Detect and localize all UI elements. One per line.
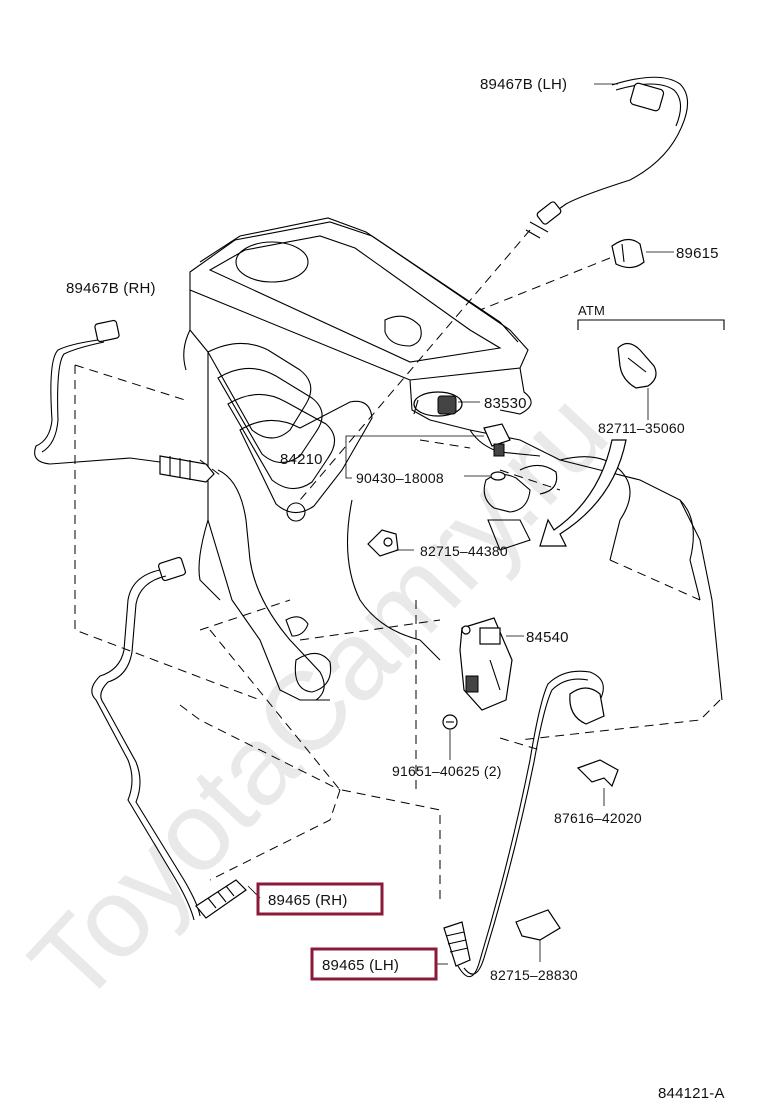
clamp-87616-42020[interactable] xyxy=(576,759,619,788)
switch-84540[interactable] xyxy=(459,617,513,711)
label-atm: ATM xyxy=(578,303,605,318)
leader-84210 xyxy=(345,435,484,479)
sensor-89465-rh[interactable] xyxy=(91,556,247,921)
highlight-89465-lh xyxy=(310,947,438,981)
atm-bracket xyxy=(577,319,725,330)
switch-84210[interactable] xyxy=(483,423,511,457)
gasket-90430-18008[interactable] xyxy=(490,471,506,481)
label-89465-rh[interactable]: 89465 (RH) xyxy=(268,892,348,909)
label-90430-18008[interactable]: 90430–18008 xyxy=(356,470,444,486)
sensor-89467b-rh[interactable] xyxy=(34,319,215,483)
bracket-82715-28830[interactable] xyxy=(515,909,561,941)
label-89467b-rh[interactable]: 89467B (RH) xyxy=(66,280,156,297)
dashed-leader-lines xyxy=(74,229,721,900)
label-89465-lh[interactable]: 89465 (LH) xyxy=(322,957,399,974)
curved-arrow xyxy=(539,439,627,547)
sensor-89465-lh[interactable] xyxy=(443,670,605,978)
label-83530[interactable]: 83530 xyxy=(484,395,527,412)
label-84210[interactable]: 84210 xyxy=(280,451,323,468)
bracket-82715-44380[interactable] xyxy=(367,529,399,557)
label-82715-44380[interactable]: 82715–44380 xyxy=(420,543,508,559)
sensor-89467b-lh[interactable] xyxy=(525,76,689,239)
highlight-89465-rh xyxy=(256,882,384,916)
switch-83530[interactable] xyxy=(413,391,463,417)
sensor-89615[interactable] xyxy=(611,238,645,269)
label-82715-28830[interactable]: 82715–28830 xyxy=(490,967,578,983)
engine-block-drawing xyxy=(183,217,723,701)
label-91651-40625[interactable]: 91651–40625 (2) xyxy=(392,763,502,779)
label-89467b-lh[interactable]: 89467B (LH) xyxy=(480,76,567,93)
label-87616-42020[interactable]: 87616–42020 xyxy=(554,810,642,826)
label-84540[interactable]: 84540 xyxy=(526,629,569,646)
label-89615[interactable]: 89615 xyxy=(676,245,719,262)
diagram-id: 844121-A xyxy=(658,1085,725,1102)
clamp-82711-35060[interactable] xyxy=(617,342,657,389)
label-82711-35060[interactable]: 82711–35060 xyxy=(598,420,685,436)
bolt-91651-40625[interactable] xyxy=(442,714,458,730)
